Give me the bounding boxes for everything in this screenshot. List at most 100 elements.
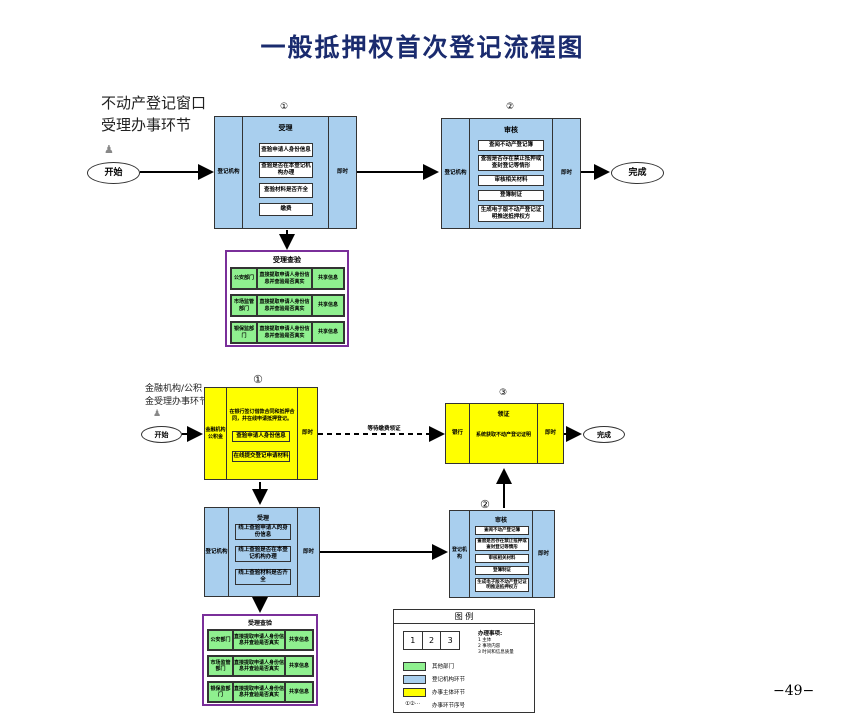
step-number-1: ① [280,102,289,112]
review-box-header: 审核 [494,517,507,524]
check-box-header: 受理查验 [273,256,301,264]
start-node-2: 开始 [141,426,182,443]
legend-label: 登记机构环节 [432,677,466,683]
check-dept: 市场监管部门 [231,295,257,316]
check-type: 共享信息 [312,295,344,316]
cert-box-header: 领证 [497,411,510,418]
cert-box-time: 即时 [537,404,563,463]
bank-box-actor: 金融机构公积金 [205,388,227,479]
review-box-actor: 登记机构 [450,511,470,597]
bank-box-time: 即时 [297,388,317,479]
page-number: −49− [773,683,815,699]
end-node: 完成 [611,162,664,184]
review-item: 登簿制证 [478,190,544,201]
legend-label: 办事主体环节 [432,690,466,696]
check-type: 共享信息 [285,656,313,676]
legend-seq-symbol: ①②··· [405,701,421,707]
check-dept: 银保监部门 [208,682,233,702]
check-type: 共享信息 [285,682,313,702]
check-box-2: 受理查验 公安部门 直接提取申请人身份信息并查验是否真实 共享信息 市场监管部门… [202,614,318,706]
check-row: 市场监管部门 直接提取申请人身份信息并查验是否真实 共享信息 [207,655,314,677]
check-row: 公安部门 直接提取申请人身份信息并查验是否真实 共享信息 [207,629,314,651]
check-row: 公安部门 直接提取申请人身份信息并查验是否真实 共享信息 [230,267,345,290]
person-icon: ♟ [104,143,114,156]
check-dept: 市场监管部门 [208,656,233,676]
accept-item: 线上查验是否在本登记机构办理 [235,546,291,562]
legend: 图 例 1 2 3 办理事项: 1 主体 2 事项内容 3 时间和信息质量 其他… [393,609,535,713]
check-row: 市场监管部门 直接提取申请人身份信息并查验是否真实 共享信息 [230,294,345,317]
check-type: 共享信息 [312,322,344,343]
legend-swatch-blue [403,675,426,684]
check-row: 银保监部门 直接提取申请人身份信息并查验是否真实 共享信息 [207,681,314,703]
legend-notes-title: 办理事项: [478,631,503,637]
step-number-1: ① [253,373,263,386]
page-title: 一般抵押权首次登记流程图 [260,33,585,62]
side-label-bank: 金融机构/公积 [145,384,203,394]
check-row: 银保监部门 直接提取申请人身份信息并查验是否真实 共享信息 [230,321,345,344]
accept-item: 线上查验申请人的身份信息 [235,524,291,540]
review-item: 生成电子版不动产登记证明推送抵押权方 [478,205,544,222]
check-desc: 直接提取申请人身份信息并查验是否真实 [233,630,285,650]
review-item: 查验是否存在禁止抵押或查封登记等情形 [475,538,529,551]
review-item: 登簿制证 [475,566,529,575]
step-number-2: ② [480,498,490,511]
accept-item: 查验申请人身份信息 [259,143,313,157]
accept-item: 缴费 [259,203,313,216]
accept-box: 登记机构 即时 受理 查验申请人身份信息 查验是否在本登记机构办理 查验材料是否… [214,116,357,229]
legend-seq-label: 办事环节序号 [432,703,466,709]
bank-item: 查验申请人身份信息 [232,431,290,442]
cert-box-desc: 系统获取不动产登记证明 [475,432,531,438]
accept-box-time: 即时 [297,508,319,596]
check-type: 共享信息 [285,630,313,650]
review-item: 生成电子版不动产登记证明推送抵押权方 [475,578,529,592]
check-desc: 直接提取申请人身份信息并查验是否真实 [257,295,312,316]
side-label-accept: 受理办事环节 [101,116,192,134]
check-dept: 公安部门 [231,268,257,289]
check-dept: 银保监部门 [231,322,257,343]
legend-swatch-green [403,662,426,671]
check-box: 受理查验 公安部门 直接提取申请人身份信息并查验是否真实 共享信息 市场监管部门… [225,250,349,347]
review-box-2: 登记机构 即时 审核 查阅不动产登记簿 查验是否存在禁止抵押或查封登记等情形 审… [449,510,555,598]
check-desc: 直接提取申请人身份信息并查验是否真实 [257,322,312,343]
legend-note: 1 主体 [478,638,492,643]
accept-box-actor: 登记机构 [215,117,243,228]
accept-box-header: 受理 [256,515,269,522]
review-item: 审核相关材料 [475,554,529,563]
start-node: 开始 [87,162,140,184]
wait-label: 等待缴费领证 [367,426,401,432]
step-number-3: ③ [499,388,508,398]
accept-box-actor: 登记机构 [205,508,229,596]
review-item: 审核相关材料 [478,175,544,186]
bank-box-desc: 在银行签订借款合同和抵押合同，并在线申请抵押登记。 [229,409,295,422]
check-box-header: 受理查验 [247,620,272,627]
bank-box: 金融机构公积金 即时 在银行签订借款合同和抵押合同，并在线申请抵押登记。 查验申… [204,387,318,480]
cert-box: 银行 即时 领证 系统获取不动产登记证明 [445,403,564,464]
accept-item: 查验是否在本登记机构办理 [259,162,313,178]
step-number-2: ② [506,102,515,112]
legend-label: 其他部门 [432,664,455,670]
review-item: 查阅不动产登记簿 [475,526,529,535]
review-item: 查阅不动产登记簿 [478,140,544,151]
review-item: 查验是否存在禁止抵押或查封登记等情形 [478,155,544,171]
check-desc: 直接提取申请人身份信息并查验是否真实 [257,268,312,289]
accept-box-header: 受理 [278,124,293,132]
check-dept: 公安部门 [208,630,233,650]
review-box-actor: 登记机构 [442,119,470,228]
legend-title: 图 例 [394,610,534,624]
bank-item: 在线提交登记申请材料 [232,451,290,462]
legend-sample-box: 1 2 3 [403,631,460,650]
legend-sample-cell: 3 [447,636,453,645]
review-box-header: 审核 [504,126,518,134]
review-box-time: 即时 [532,511,554,597]
accept-box-time: 即时 [328,117,356,228]
accept-item: 查验材料是否齐全 [259,183,313,198]
person-icon: ♟ [153,409,162,419]
legend-note: 2 事项内容 [478,644,501,649]
end-node-2: 完成 [583,426,625,443]
review-box: 登记机构 即时 审核 查阅不动产登记簿 查验是否存在禁止抵押或查封登记等情形 审… [441,118,581,229]
accept-box-2: 登记机构 即时 受理 线上查验申请人的身份信息 线上查验是否在本登记机构办理 线… [204,507,320,597]
side-label-bank-accept: 金受理办事环节 [145,397,209,407]
legend-sample-cell: 1 [404,632,423,649]
legend-sample-cell: 2 [423,632,442,649]
check-desc: 直接提取申请人身份信息并查验是否真实 [233,656,285,676]
